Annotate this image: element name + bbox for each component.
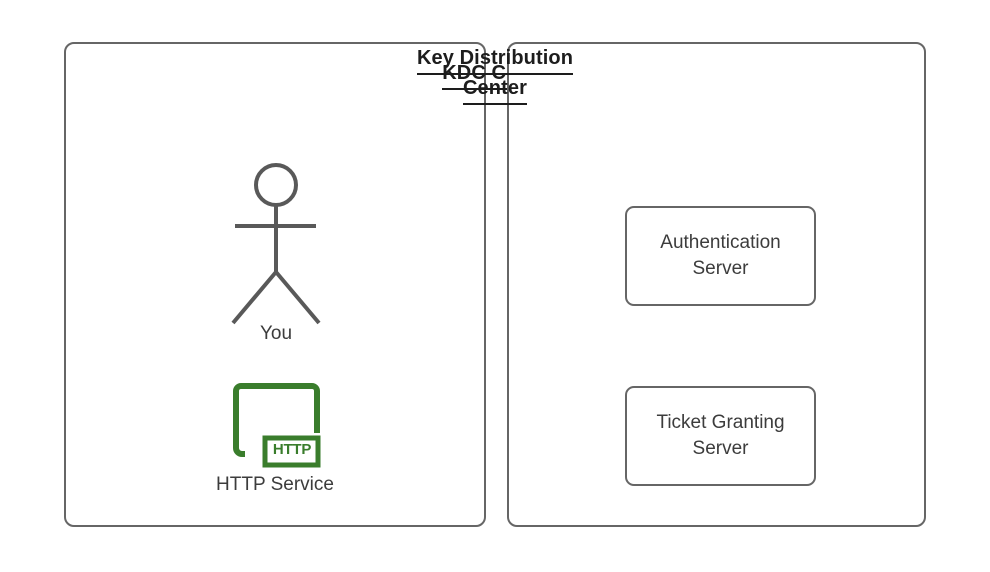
- panel-kdc-title-line1: Key Distribution: [416, 45, 574, 75]
- http-service-icon: [230, 380, 324, 470]
- panel-kdc-title-line2: Center: [463, 75, 527, 105]
- ticket-granting-server-label: Ticket Granting Server: [656, 412, 785, 459]
- ticket-granting-server-box[interactable]: Ticket Granting Server: [625, 386, 816, 486]
- stick-figure-icon: [216, 160, 336, 330]
- stick-figure-label: You: [259, 323, 293, 344]
- http-service-label: HTTP Service: [216, 474, 334, 495]
- authentication-server-label: Authentication Server: [660, 232, 781, 279]
- panel-kdc-title: Key Distribution Center: [0, 45, 990, 105]
- authentication-server-box[interactable]: Authentication Server: [625, 206, 816, 306]
- http-badge-label: HTTP: [272, 441, 312, 458]
